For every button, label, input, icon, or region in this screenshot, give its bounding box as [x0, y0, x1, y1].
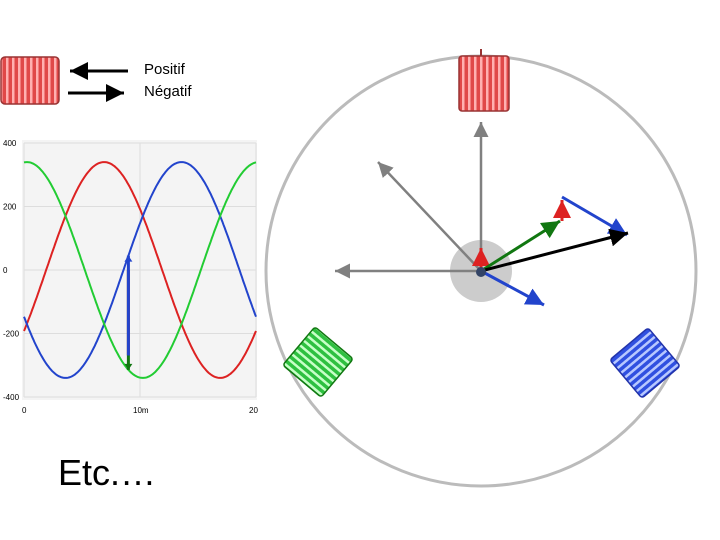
- blue-component-center: [480, 269, 545, 307]
- y-tick-label: 0: [3, 266, 8, 275]
- coil-phase-c: [283, 327, 353, 397]
- marker-blue-arrowhead: [124, 255, 133, 262]
- y-tick-label: -200: [3, 330, 20, 339]
- series-line: [23, 161, 257, 379]
- legend: [0, 56, 128, 105]
- x-tick-label: 10m: [133, 406, 149, 415]
- field-vectors: [335, 122, 489, 279]
- legend-coil: [0, 56, 60, 105]
- x-tick-label: 20: [249, 406, 258, 415]
- resultant-vector: [480, 228, 629, 273]
- vector-sum: [472, 195, 629, 307]
- y-tick-label: 200: [3, 203, 17, 212]
- series-line: [23, 161, 257, 379]
- rotor-center: [476, 267, 486, 277]
- coil-phase-b: [610, 328, 680, 398]
- y-tick-label: -400: [3, 393, 20, 402]
- chart-series: [23, 161, 257, 379]
- coil-phase-a: [458, 49, 510, 112]
- x-tick-label: 0: [22, 406, 27, 415]
- field-vector-upleft: [377, 161, 482, 272]
- y-tick-label: 400: [3, 139, 17, 148]
- series-line: [23, 161, 257, 379]
- marker-green-arrowhead: [124, 363, 133, 370]
- etc-caption: Etc.…: [58, 452, 157, 493]
- blue-component-offset: [561, 195, 628, 237]
- chart-markers: [124, 255, 133, 370]
- legend-positive-label: Positif: [144, 61, 185, 78]
- green-component: [480, 219, 561, 273]
- legend-negative-label: Négatif: [144, 83, 192, 100]
